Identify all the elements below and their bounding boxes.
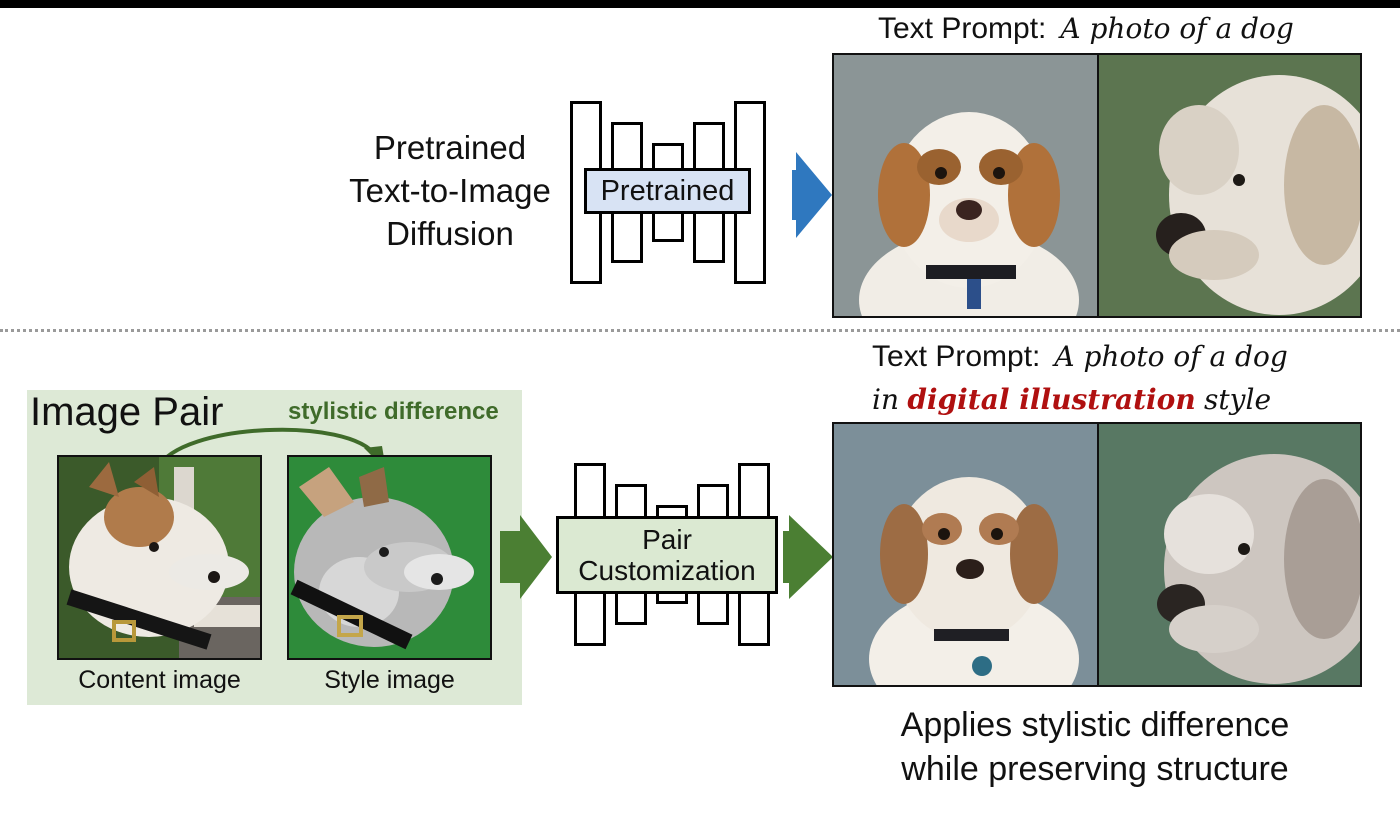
prompt-text-prefix: in bbox=[872, 383, 899, 416]
blue-arrow-icon bbox=[792, 152, 832, 238]
model-label-line-3: Diffusion bbox=[386, 215, 514, 252]
pair-customization-block: Pair Customization bbox=[556, 516, 778, 594]
content-image bbox=[57, 455, 262, 660]
pretrained-model-label: Pretrained Text-to-Image Diffusion bbox=[330, 126, 570, 255]
top-unet-diagram: Pretrained bbox=[560, 95, 775, 290]
content-image-caption: Content image bbox=[78, 666, 241, 694]
result-caption-line-2: while preserving structure bbox=[901, 750, 1289, 788]
result-caption: Applies stylistic difference while prese… bbox=[840, 703, 1350, 791]
green-arrow-icon bbox=[783, 515, 833, 599]
pretrained-block-label: Pretrained bbox=[600, 174, 735, 207]
pretrained-block: Pretrained bbox=[584, 168, 751, 214]
prompt-text-suffix: style bbox=[1204, 383, 1272, 416]
dog-illustration-icon bbox=[289, 457, 490, 658]
dog-photo-icon bbox=[834, 55, 1097, 316]
dog-illustration-icon bbox=[834, 424, 1097, 685]
stylized-result-dog-1 bbox=[832, 422, 1099, 687]
prompt-highlight: digital illustration bbox=[907, 383, 1196, 416]
bottom-unet-diagram: Pair Customization bbox=[556, 460, 782, 650]
dog-photo-icon bbox=[59, 457, 260, 658]
dog-photo-icon bbox=[1099, 55, 1360, 316]
stylized-result-dog-2 bbox=[1097, 422, 1362, 687]
model-label-line-1: Pretrained bbox=[373, 129, 527, 166]
generated-photo-dog-1 bbox=[832, 53, 1099, 318]
dog-illustration-icon bbox=[1099, 424, 1360, 685]
stylistic-difference-label: stylistic difference bbox=[288, 398, 499, 425]
top-text-prompt: Text Prompt: A photo of a dog bbox=[878, 12, 1294, 46]
image-pair-title: Image Pair bbox=[30, 390, 224, 434]
prompt-text: A photo of a dog bbox=[1060, 12, 1294, 45]
prompt-text: A photo of a dog bbox=[1054, 340, 1288, 373]
pair-block-label-line-1: Pair bbox=[642, 524, 692, 555]
green-arrow-icon bbox=[500, 515, 552, 599]
pair-block-label-line-2: Customization bbox=[578, 555, 756, 586]
result-caption-line-1: Applies stylistic difference bbox=[900, 706, 1290, 744]
generated-photo-dog-2 bbox=[1097, 53, 1362, 318]
style-image-caption: Style image bbox=[324, 666, 455, 694]
bottom-text-prompt-line-1: Text Prompt: A photo of a dog bbox=[872, 340, 1288, 374]
top-bar bbox=[0, 0, 1400, 8]
model-label-line-2: Text-to-Image bbox=[349, 172, 551, 209]
prompt-label: Text Prompt: bbox=[878, 12, 1047, 45]
section-divider bbox=[0, 329, 1400, 332]
bottom-text-prompt-line-2: in digital illustration style bbox=[872, 383, 1271, 417]
style-image bbox=[287, 455, 492, 660]
prompt-label: Text Prompt: bbox=[872, 340, 1041, 373]
